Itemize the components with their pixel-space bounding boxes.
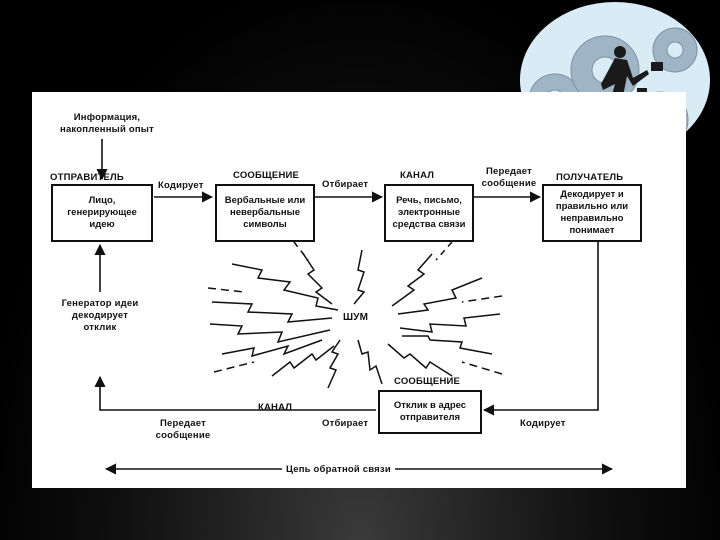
- message-box: Вербальные или невербальные символы: [215, 184, 315, 242]
- feedback-encodes-label: Кодирует: [520, 418, 566, 430]
- channel-box: Речь, письмо, электронные средства связи: [384, 184, 474, 242]
- communication-process-diagram: Информация, накопленный опыт ОТПРАВИТЕЛЬ…: [32, 92, 686, 488]
- info-source-label: Информация, накопленный опыт: [52, 112, 162, 136]
- sender-box: Лицо, генерирующее идею: [51, 184, 153, 242]
- channel-heading: КАНАЛ: [400, 170, 434, 182]
- feedback-transmits-label: Передает сообщение: [148, 418, 218, 442]
- encodes-label: Кодирует: [158, 180, 204, 192]
- receiver-box-text: Декодирует и правильно или неправильно п…: [556, 189, 628, 237]
- selects-label: Отбирает: [322, 179, 368, 191]
- feedback-message-box: Отклик в адрес отправителя: [378, 390, 482, 434]
- idea-generator-label: Генератор идеи декодирует отклик: [50, 298, 150, 334]
- receiver-down-line: [484, 242, 598, 410]
- feedback-message-heading: СООБЩЕНИЕ: [394, 376, 460, 388]
- sender-heading: ОТПРАВИТЕЛЬ: [50, 172, 124, 184]
- feedback-loop-label: Цепь обратной связи: [282, 464, 395, 476]
- feedback-message-box-text: Отклик в адрес отправителя: [394, 400, 466, 424]
- noise-label: ШУМ: [343, 312, 368, 324]
- message-box-text: Вербальные или невербальные символы: [225, 195, 305, 231]
- channel-box-text: Речь, письмо, электронные средства связи: [393, 195, 466, 231]
- transmits-label: Передает сообщение: [478, 166, 540, 190]
- message-heading: СООБЩЕНИЕ: [233, 170, 299, 182]
- receiver-heading: ПОЛУЧАТЕЛЬ: [556, 172, 623, 184]
- sender-box-text: Лицо, генерирующее идею: [67, 195, 137, 231]
- feedback-channel-label: КАНАЛ: [258, 402, 292, 414]
- receiver-box: Декодирует и правильно или неправильно п…: [542, 184, 642, 242]
- feedback-selects-label: Отбирает: [322, 418, 368, 430]
- feedback-channel-line: [100, 377, 376, 410]
